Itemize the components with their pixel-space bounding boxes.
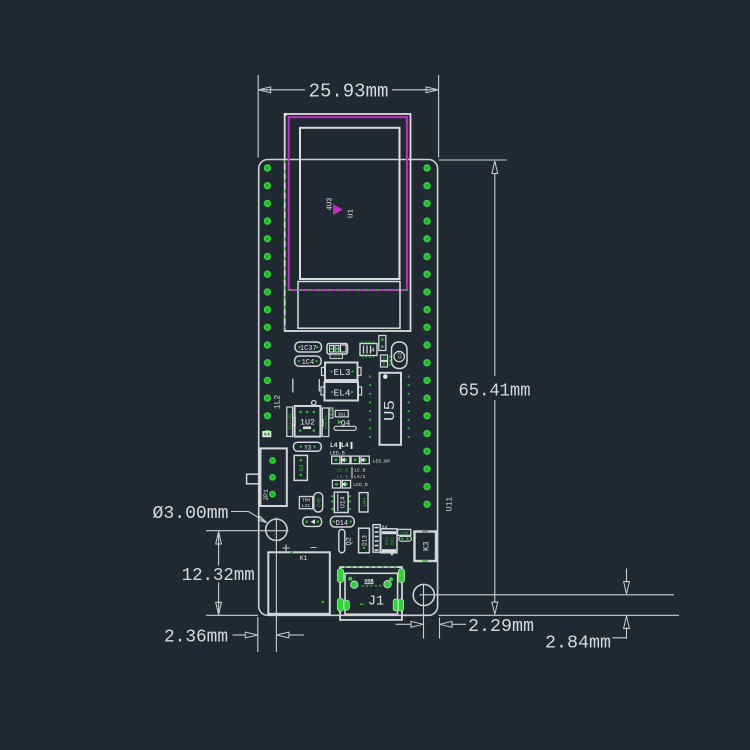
svg-text:Q2: Q2: [346, 537, 354, 545]
svg-text:M: M: [383, 362, 386, 368]
svg-text:1N4: 1N4: [362, 498, 368, 507]
svg-text:1M9: 1M9: [400, 531, 408, 536]
svg-text:65.41mm: 65.41mm: [459, 382, 531, 402]
svg-text:K3: K3: [423, 541, 432, 551]
svg-text:B4: B4: [382, 524, 388, 530]
svg-text:R4: R4: [299, 464, 306, 472]
svg-text:J1: J1: [368, 595, 384, 610]
svg-text:12.32mm: 12.32mm: [182, 566, 255, 586]
svg-text:4: 4: [371, 347, 375, 354]
svg-text:1C37: 1C37: [300, 345, 317, 353]
svg-text:1L2: 1L2: [274, 395, 283, 410]
svg-text:L4▐L4▐: L4▐L4▐: [330, 441, 353, 449]
svg-text:U14: U14: [339, 496, 346, 508]
svg-text:2.29mm: 2.29mm: [468, 617, 534, 637]
svg-text:1C8: 1C8: [332, 356, 340, 360]
svg-text:U1: U1: [348, 209, 356, 219]
svg-text:L4·9: L4·9: [337, 474, 349, 480]
svg-text:C2: C2: [397, 352, 404, 359]
svg-text:K1: K1: [300, 555, 308, 562]
svg-text:25.93mm: 25.93mm: [309, 81, 389, 103]
svg-text:U11: U11: [446, 497, 455, 512]
svg-text:1W1: 1W1: [338, 412, 346, 418]
svg-text:1C4: 1C4: [302, 359, 315, 367]
svg-text:USB: USB: [364, 578, 373, 584]
svg-text:TPM: TPM: [302, 498, 311, 504]
svg-text:4U3: 4U3: [327, 198, 335, 211]
svg-text:LED_B: LED_B: [330, 450, 345, 456]
svg-text:Y3: Y3: [304, 444, 312, 451]
svg-text:LED_B0: LED_B0: [373, 458, 390, 464]
svg-text:1C·B: 1C·B: [337, 468, 349, 474]
svg-text:D14: D14: [335, 520, 348, 528]
svg-text:D13: D13: [362, 535, 369, 546]
svg-text:2.36mm: 2.36mm: [164, 628, 228, 648]
svg-text:R41: R41: [384, 537, 390, 546]
svg-text:C4B: C4B: [317, 498, 323, 507]
svg-text:L21: L21: [302, 503, 311, 509]
svg-text:1U2: 1U2: [300, 418, 315, 428]
svg-text:−: −: [310, 540, 318, 555]
svg-text:LA/2: LA/2: [354, 474, 366, 480]
svg-text:EL4·ID4: EL4·ID4: [289, 413, 293, 430]
svg-text:EL4: EL4: [333, 387, 350, 398]
svg-text:1C.B: 1C.B: [354, 468, 366, 474]
svg-text:B51: B51: [390, 537, 396, 546]
svg-text:Q4: Q4: [341, 419, 351, 428]
svg-text:EL3: EL3: [333, 367, 350, 378]
svg-text:+: +: [282, 540, 291, 557]
svg-text:5V4·R2: 5V4·R2: [325, 414, 329, 428]
svg-text:U5: U5: [382, 400, 399, 421]
svg-text:JP1: JP1: [263, 489, 270, 501]
svg-text:M: M: [383, 356, 386, 362]
svg-text:Ø3.00mm: Ø3.00mm: [153, 504, 229, 524]
svg-text:2.84mm: 2.84mm: [545, 633, 611, 653]
svg-text:LED_B: LED_B: [353, 482, 368, 488]
